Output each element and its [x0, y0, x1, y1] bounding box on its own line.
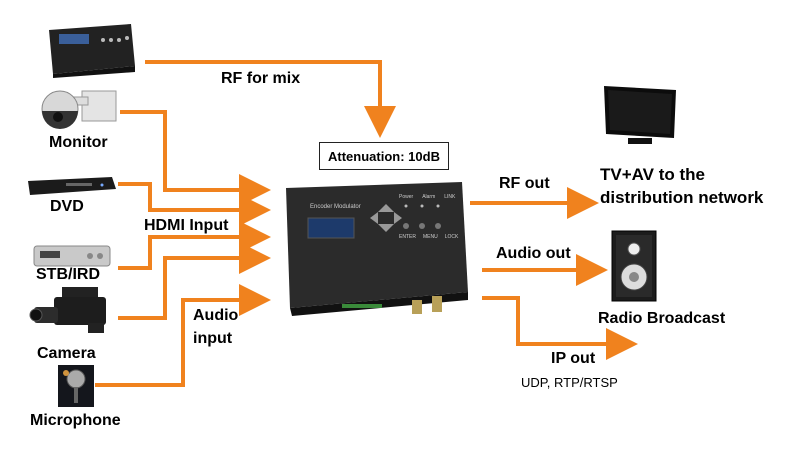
- rf-out-label: RF out: [499, 175, 550, 192]
- rf-source-device: [45, 20, 137, 78]
- monitor-camera-icon: [36, 85, 120, 135]
- attenuation-label: Attenuation: 10dB: [328, 148, 440, 164]
- button-labels: ENTER MENU LOCK: [399, 234, 458, 240]
- dvd-label: DVD: [50, 198, 84, 215]
- stb-ird-label: STB/IRD: [36, 266, 100, 283]
- radio-broadcast-label: Radio Broadcast: [598, 310, 726, 327]
- hdmi-input-label: HDMI Input: [144, 217, 229, 234]
- camera-arrow: [118, 242, 271, 320]
- led-label-link: LINK: [444, 194, 456, 200]
- monitor-arrow: [120, 110, 271, 206]
- tv-label-line2: distribution network: [600, 188, 764, 207]
- led-label-power: Power: [399, 194, 414, 200]
- speaker-icon: [610, 229, 658, 303]
- microphone-icon: [58, 365, 94, 407]
- monitor-label: Monitor: [49, 134, 108, 151]
- tv-label-line1: TV+AV to the: [600, 165, 705, 184]
- ip-protocols-label: UDP, RTP/RTSP: [521, 375, 618, 390]
- audio-input-label-1: Audio: [193, 307, 239, 324]
- ip-out-label: IP out: [551, 350, 596, 367]
- camcorder-icon: [28, 283, 118, 339]
- stb-ird-icon: [30, 240, 116, 270]
- stb-arrow: [118, 221, 271, 270]
- dvd-player-icon: [26, 175, 118, 197]
- led-labels: Power Alarm LINK: [399, 194, 455, 200]
- camera-label: Camera: [37, 345, 96, 362]
- dvd-arrow: [118, 182, 271, 226]
- rf-for-mix-label: RF for mix: [221, 70, 301, 87]
- microphone-label: Microphone: [30, 412, 121, 429]
- audio-out-label: Audio out: [496, 245, 571, 262]
- tv-icon: [598, 82, 680, 148]
- rf-mix-arrow: [145, 60, 396, 138]
- button-label-enter: ENTER: [399, 234, 416, 240]
- audio-input-label-2: input: [193, 330, 233, 347]
- button-label-lock: LOCK: [444, 234, 459, 240]
- ip-out-arrow: [482, 296, 638, 360]
- device-panel-title: Encoder Modulator: [310, 204, 361, 210]
- attenuation-box: Attenuation: 10dB: [319, 142, 449, 170]
- led-label-alarm: Alarm: [422, 194, 436, 200]
- audio-input-arrow: [95, 284, 271, 387]
- encoder-modulator-device: Encoder Modulator Power Alarm LINK ENTER…: [282, 182, 472, 317]
- button-label-menu: MENU: [422, 234, 438, 240]
